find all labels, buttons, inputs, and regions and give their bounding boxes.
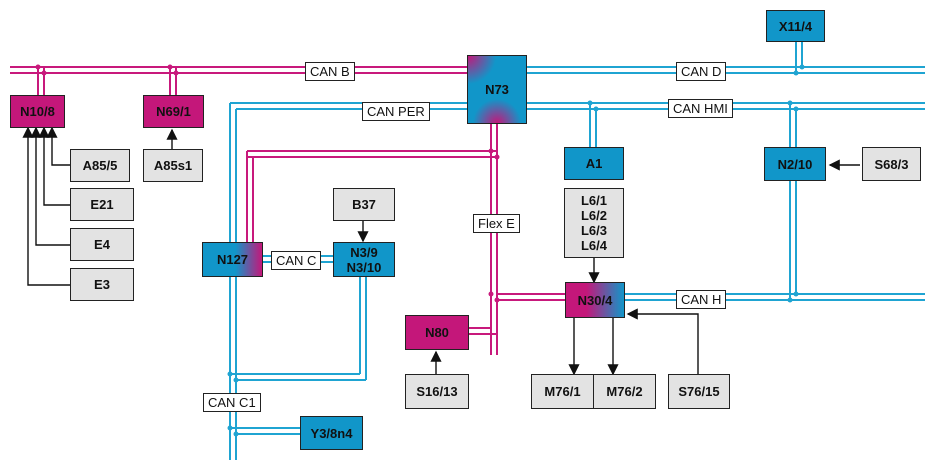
s16-13-component[interactable]: S16/13	[405, 374, 469, 409]
x11-4-module[interactable]: X11/4	[766, 10, 825, 42]
a1-module[interactable]: A1	[564, 147, 624, 180]
e3-component[interactable]: E3	[70, 268, 134, 301]
n3-9-n3-10-module[interactable]: N3/9 N3/10	[333, 242, 395, 277]
n73-gateway-module[interactable]: N73	[467, 55, 527, 124]
l6-sensors-group[interactable]: L6/1 L6/2 L6/3 L6/4	[564, 188, 624, 258]
n69-1-module[interactable]: N69/1	[143, 95, 204, 128]
l6-3-label: L6/3	[580, 223, 607, 238]
m76-2-component[interactable]: M76/2	[593, 374, 656, 409]
n2-10-module[interactable]: N2/10	[764, 147, 826, 181]
e4-component[interactable]: E4	[70, 228, 134, 261]
e21-component[interactable]: E21	[70, 188, 134, 221]
b37-component[interactable]: B37	[333, 188, 395, 221]
n127-module[interactable]: N127	[202, 242, 263, 277]
can-c-bus-label: CAN C	[271, 251, 322, 270]
a85s1-component[interactable]: A85s1	[143, 149, 203, 182]
can-bus-lines	[229, 42, 925, 460]
y3-8n4-module[interactable]: Y3/8n4	[300, 416, 363, 450]
n3-9-label: N3/9	[350, 244, 378, 260]
can-junctions	[227, 64, 805, 437]
s68-3-component[interactable]: S68/3	[862, 147, 921, 181]
l6-4-label: L6/4	[580, 238, 607, 253]
can-c1-bus-label: CAN C1	[203, 393, 261, 412]
a85-5-component[interactable]: A85/5	[70, 149, 130, 182]
s76-15-component[interactable]: S76/15	[668, 374, 730, 409]
l6-2-label: L6/2	[580, 208, 607, 223]
flex-e-bus-label: Flex E	[473, 214, 520, 233]
can-d-bus-label: CAN D	[676, 62, 727, 81]
m76-1-component[interactable]: M76/1	[531, 374, 594, 409]
n10-8-module[interactable]: N10/8	[10, 95, 65, 128]
n30-4-module[interactable]: N30/4	[565, 282, 625, 318]
l6-1-label: L6/1	[580, 193, 607, 208]
signal-arrows	[22, 126, 860, 378]
can-hmi-bus-label: CAN HMI	[668, 99, 733, 118]
flexray-junctions	[35, 64, 500, 303]
can-per-bus-label: CAN PER	[362, 102, 430, 121]
n3-10-label: N3/10	[346, 259, 382, 275]
n80-module[interactable]: N80	[405, 315, 469, 350]
can-b-bus-label: CAN B	[305, 62, 355, 81]
can-h-bus-label: CAN H	[676, 290, 727, 309]
